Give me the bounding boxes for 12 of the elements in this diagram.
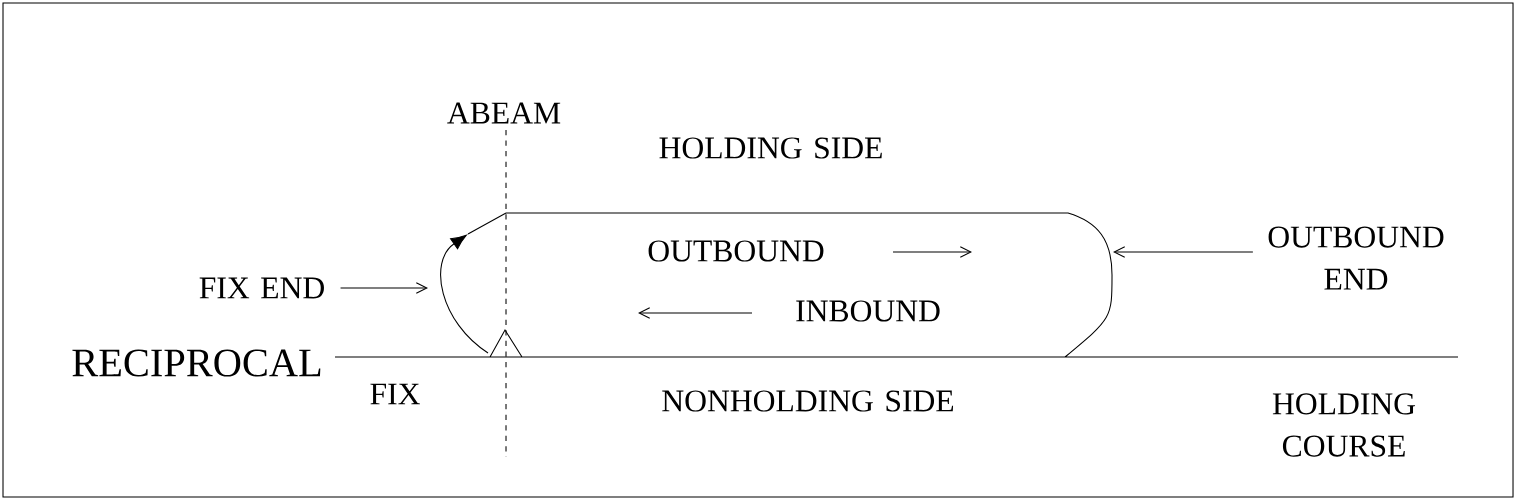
callout-text: FIX END [199, 277, 324, 299]
label: HOLDING COURSE [1272, 393, 1416, 457]
label: INBOUND [796, 300, 940, 322]
label: OUTBOUND [648, 240, 824, 262]
label: HOLDING SIDE [659, 137, 882, 159]
leader-line [340, 282, 428, 294]
leader-line [1113, 246, 1254, 258]
label: RECIPROCAL [72, 349, 321, 377]
callout-text: OUTBOUND END [1268, 226, 1444, 290]
label: ABEAM [447, 102, 561, 124]
label: NONHOLDING SIDE [662, 390, 954, 412]
label: FIX [370, 383, 420, 405]
